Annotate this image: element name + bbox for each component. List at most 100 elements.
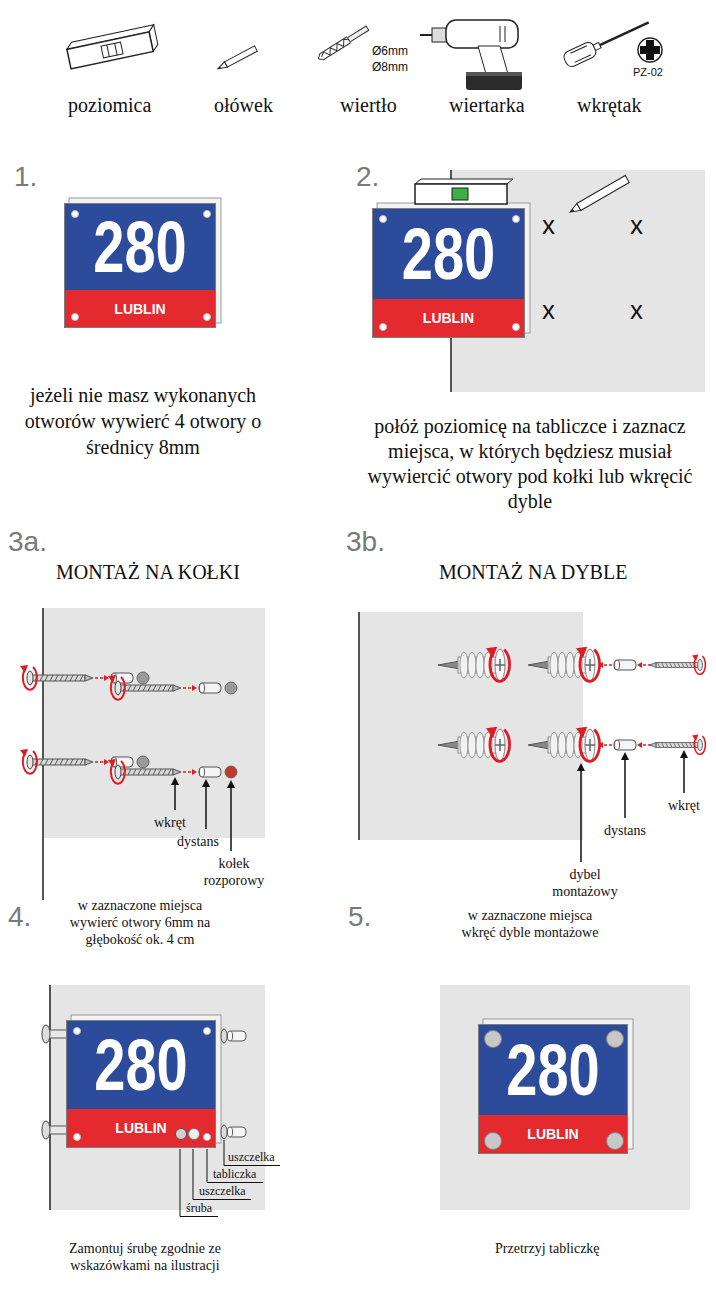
mounting-hole [203, 1133, 211, 1141]
anchor-assembly [576, 727, 600, 762]
part-label: dystans [604, 822, 646, 839]
city-band: LUBLIN [67, 1109, 215, 1147]
plug-assembly [199, 683, 221, 693]
leader-line [180, 1140, 280, 1217]
anchor-assembly [692, 735, 705, 755]
plug-assembly [20, 665, 237, 784]
pencil-icon [217, 66, 221, 69]
spirit-level-on-plate [452, 188, 468, 200]
anchor-assembly [438, 647, 705, 762]
house-number: 280 [93, 211, 186, 284]
mounting-hole [379, 323, 387, 331]
leader-arrow [205, 787, 207, 829]
tool-name: ołówek [214, 93, 273, 117]
bit-type: PZ-02 [633, 66, 663, 79]
leader-arrow [624, 760, 626, 818]
drill-bit-icon [347, 26, 368, 42]
drill-mark: x [542, 295, 555, 326]
step-number: 4. [8, 900, 31, 934]
plug-assembly [225, 766, 237, 778]
mounting-screw [42, 1121, 50, 1139]
anchor-assembly [598, 742, 612, 748]
leader-arrow [202, 779, 210, 787]
step-number: 3b. [346, 525, 385, 559]
drill-icon [500, 26, 501, 42]
size-note: Ø6mm [372, 44, 408, 58]
wall-corner [358, 612, 360, 840]
screw-head [175, 1128, 187, 1140]
mounting-hole [71, 313, 79, 321]
mounting-hole [71, 210, 79, 218]
wall-corner [42, 608, 44, 900]
mounting-screw [228, 1031, 246, 1041]
pencil-marking [577, 176, 629, 211]
house-number: 280 [94, 1029, 187, 1102]
drill-icon [505, 26, 506, 42]
part-label: uszczelka [199, 1184, 246, 1198]
house-number-plate: 280LUBLIN [372, 208, 525, 338]
phillips-symbol [640, 40, 660, 60]
instruction-text: w zaznaczone miejsca wkręć dyble montażo… [450, 907, 610, 941]
drill-mark: x [542, 210, 555, 241]
plug-assembly [225, 682, 237, 694]
mounting-hole [73, 1027, 81, 1035]
screwdriver-icon [562, 40, 598, 68]
drill-mark: x [630, 295, 643, 326]
part-label: śruba [186, 1201, 212, 1215]
size-note: Ø8mm [372, 60, 408, 74]
anchor-assembly [614, 660, 636, 670]
step-number: 1. [14, 160, 37, 194]
drill-bit-icon [320, 37, 350, 59]
drill-bit-icon [316, 37, 350, 62]
part-label: wkręt [668, 797, 700, 814]
pencil-marking [569, 209, 574, 214]
anchor-assembly [486, 727, 510, 762]
mounting-screw [228, 1031, 233, 1041]
leader-arrow [230, 788, 232, 851]
mounting-screw [228, 1127, 246, 1137]
city-name: LUBLIN [114, 302, 165, 316]
spirit-level-icon [107, 45, 109, 57]
mounting-screw [221, 1125, 227, 1139]
tool-name: wiertło [340, 93, 397, 117]
leader-arrow [621, 752, 629, 760]
pencil-icon [217, 46, 258, 71]
drill-bit-icon [316, 25, 369, 62]
drill-icon [478, 46, 508, 74]
plug-assembly [108, 675, 125, 700]
mounting-hole [512, 215, 520, 223]
part-label: uszczelka [228, 1150, 275, 1164]
screw-cap [606, 1132, 624, 1150]
plug-assembly [20, 749, 37, 774]
pencil-icon [224, 46, 257, 67]
number-field: 280 [373, 209, 524, 299]
plug-assembly [183, 685, 197, 691]
number-field: 280 [67, 1021, 215, 1109]
anchor-assembly [438, 649, 505, 681]
step-number: 3a. [8, 525, 47, 559]
step-number: 5. [348, 900, 371, 934]
city-name: LUBLIN [115, 1121, 166, 1135]
spirit-level-icon [101, 42, 123, 58]
instruction-text: Przetrzyj tabliczkę [495, 1240, 600, 1257]
leader-arrow [577, 763, 585, 771]
tool-name: poziomica [68, 93, 151, 117]
screwdriver-icon [593, 42, 601, 50]
number-field: 280 [479, 1025, 627, 1115]
screw-cap [484, 1030, 502, 1048]
drill-mark: x [630, 210, 643, 241]
mounting-hole [203, 313, 211, 321]
house-number-plate: 280LUBLIN [64, 203, 216, 328]
phillips-symbol [638, 38, 662, 62]
section-heading: MONTAŻ NA KOŁKI [56, 560, 240, 584]
instruction-text: połóż poziomicę na tabliczce i zaznacz m… [355, 414, 705, 514]
tool-name: wiertarka [449, 93, 525, 117]
pencil-marking [568, 176, 629, 216]
anchor-assembly [486, 647, 510, 682]
wall-corner [49, 985, 51, 1210]
drill-icon [420, 20, 522, 90]
washer [188, 1128, 200, 1140]
part-label: dybel montażowy [545, 866, 625, 900]
leader-arrow [174, 785, 176, 810]
